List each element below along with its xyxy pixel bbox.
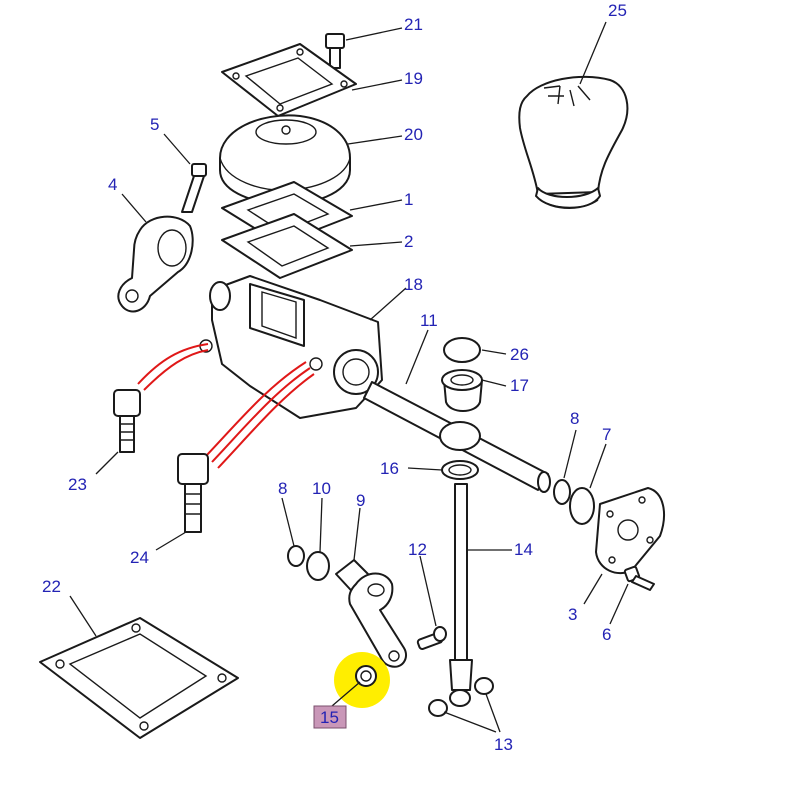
rod-14[interactable] <box>449 483 473 691</box>
callout-16: 16 <box>380 459 399 478</box>
gasket-19[interactable] <box>221 43 357 117</box>
callout-14: 14 <box>514 540 533 559</box>
callout-25: 25 <box>608 1 627 20</box>
highlighted-washer-15[interactable] <box>334 652 390 708</box>
pin-12[interactable] <box>416 626 447 650</box>
bolt-24[interactable] <box>177 453 209 533</box>
callout-8-left: 8 <box>278 479 287 498</box>
seal-26[interactable] <box>443 337 481 363</box>
callout-10: 10 <box>312 479 331 498</box>
callout-17: 17 <box>510 376 529 395</box>
washer-icon <box>355 665 377 687</box>
callout-1: 1 <box>404 190 413 209</box>
callout-9: 9 <box>356 491 365 510</box>
o-ring-10[interactable] <box>306 551 330 581</box>
flange-3[interactable] <box>595 487 665 575</box>
tag-15-label: 15 <box>320 708 339 727</box>
callout-11: 11 <box>420 311 438 330</box>
gasket-22[interactable] <box>39 617 239 739</box>
highlight-tag-15[interactable]: 15 <box>313 705 347 729</box>
callout-5: 5 <box>150 115 159 134</box>
bush-17[interactable] <box>441 369 483 412</box>
washers-13[interactable] <box>428 677 494 717</box>
callout-6: 6 <box>602 625 611 644</box>
callout-numbers: 21 25 19 20 5 4 1 2 18 11 26 17 8 7 16 1… <box>42 1 627 754</box>
callout-3: 3 <box>568 605 577 624</box>
o-ring-8-left[interactable] <box>287 545 305 567</box>
callout-4: 4 <box>108 175 117 194</box>
o-ring-8-right[interactable] <box>553 479 571 505</box>
callout-7: 7 <box>602 425 611 444</box>
callout-22: 22 <box>42 577 61 596</box>
o-ring-7[interactable] <box>569 487 595 525</box>
callout-26: 26 <box>510 345 529 364</box>
o-ring-16[interactable] <box>441 460 479 480</box>
callout-19: 19 <box>404 69 423 88</box>
housing-18[interactable] <box>199 275 383 419</box>
callout-2: 2 <box>404 232 413 251</box>
callout-21: 21 <box>404 15 423 34</box>
shaft-11[interactable] <box>363 381 551 493</box>
callout-20: 20 <box>404 125 423 144</box>
bolt-21[interactable] <box>325 33 345 69</box>
bolt-6[interactable] <box>623 565 655 591</box>
leader-lines <box>69 21 629 733</box>
callout-18: 18 <box>404 275 423 294</box>
bolt-5[interactable] <box>181 163 207 213</box>
callout-12: 12 <box>408 540 427 559</box>
callout-13: 13 <box>494 735 513 754</box>
gear-knob[interactable] <box>518 75 629 209</box>
callout-23: 23 <box>68 475 87 494</box>
gasket-2[interactable] <box>221 213 353 279</box>
callout-8-right: 8 <box>570 409 579 428</box>
bolt-23[interactable] <box>113 389 141 453</box>
callout-24: 24 <box>130 548 149 567</box>
lever-4[interactable] <box>117 215 194 313</box>
lever-9[interactable] <box>335 559 408 668</box>
red-wire-lines <box>137 343 315 469</box>
